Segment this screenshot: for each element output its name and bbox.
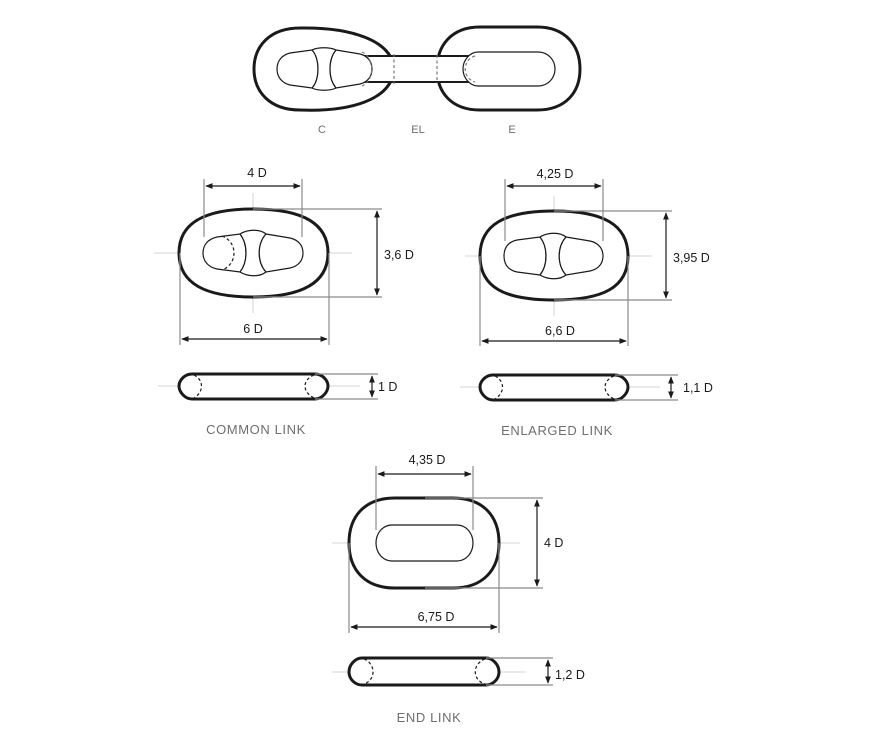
- end-dim-inner-length: 4,35 D: [409, 453, 446, 467]
- end-dim-width: 4 D: [544, 536, 563, 550]
- enlarged-dim-inner-length: 4,25 D: [537, 167, 574, 181]
- end-link-drawing: 4,35 D 4 D 6,75 D 1,2 D END LINK: [332, 453, 585, 725]
- overview-end-opening: [462, 51, 556, 87]
- common-link-caption: COMMON LINK: [206, 422, 306, 437]
- end-link-side-view: [347, 656, 501, 687]
- common-link-side-view: [177, 372, 330, 401]
- enlarged-dim-outer-length: 6,6 D: [545, 324, 575, 338]
- overview-label-common: C: [318, 124, 326, 136]
- common-dim-width: 3,6 D: [384, 248, 414, 262]
- common-dim-inner-length: 4 D: [247, 166, 266, 180]
- overview-label-end: E: [508, 124, 515, 136]
- enlarged-dim-thickness: 1,1 D: [683, 381, 713, 395]
- enlarged-link-drawing: 4,25 D 3,95 D 6,6 D 1,1 D ENLARGED LINK: [460, 167, 713, 438]
- overview-stud-right: [329, 49, 373, 89]
- overview-stud-left: [276, 49, 319, 89]
- overview-label-enlarged: EL: [411, 124, 424, 136]
- common-dim-thickness: 1 D: [378, 380, 397, 394]
- end-link-caption: END LINK: [397, 710, 462, 725]
- enlarged-dim-width: 3,95 D: [673, 251, 710, 265]
- enlarged-link-caption: ENLARGED LINK: [501, 423, 613, 438]
- end-link-opening: [375, 524, 474, 562]
- common-dim-outer-length: 6 D: [243, 322, 262, 336]
- overview-assembly: C EL E: [252, 25, 582, 136]
- common-link-drawing: 4 D 3,6 D 6 D 1 D COMMON LINK: [154, 166, 414, 437]
- end-dim-thickness: 1,2 D: [555, 668, 585, 682]
- enlarged-link-side-view: [478, 373, 630, 402]
- end-dim-outer-length: 6,75 D: [418, 610, 455, 624]
